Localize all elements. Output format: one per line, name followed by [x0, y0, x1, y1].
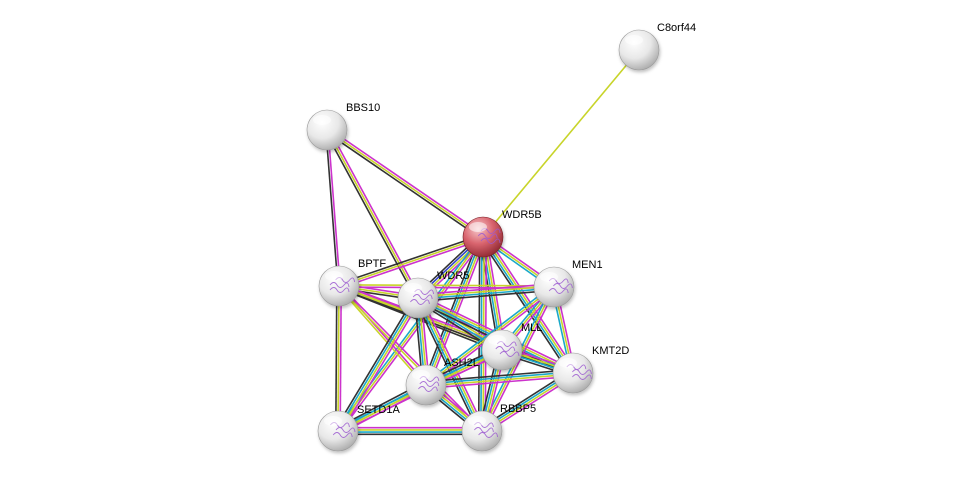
edge-line-coexpression — [334, 295, 416, 430]
edge-bbs10-bptf[interactable] — [325, 129, 341, 287]
edge-line-experiments — [339, 284, 428, 385]
edge-line-textmining — [338, 298, 420, 432]
edge-line-experiments — [339, 284, 484, 431]
edge-line-experiments — [426, 375, 574, 390]
node-bptf[interactable]: BPTF — [318, 258, 386, 307]
edge-wdr5b-bptf[interactable] — [338, 234, 484, 289]
edge-line-database — [425, 371, 573, 385]
edge-line-experiments — [327, 127, 485, 236]
node-label: WDR5B — [502, 209, 542, 221]
edge-line-database — [424, 284, 554, 384]
node-label: MLL — [521, 322, 542, 334]
node-highlight — [404, 283, 422, 293]
edge-line-experiments — [485, 234, 577, 372]
edge-line-textmining — [482, 49, 640, 238]
edge-line-coexpression — [325, 130, 339, 287]
edge-kmt2d-ash2l[interactable] — [425, 368, 574, 390]
edge-line-textmining — [339, 284, 555, 287]
edge-bbs10-wdr5b[interactable] — [325, 127, 485, 240]
edge-setd1a-rbbp5[interactable] — [338, 426, 482, 436]
edge-line-textmining — [426, 373, 574, 387]
edge-bptf-men1[interactable] — [338, 284, 555, 289]
edge-line-coexpression — [338, 234, 483, 285]
edge-line-database — [336, 297, 418, 431]
edge-line-textmining — [337, 286, 426, 387]
edge-line-coexpression — [425, 368, 573, 383]
edge-wdr5-setd1a[interactable] — [334, 295, 422, 434]
edge-line-experiments — [338, 286, 554, 289]
node-highlight — [469, 222, 487, 232]
edge-line-textmining — [337, 286, 482, 433]
node-label: C8orf44 — [657, 22, 696, 34]
edge-wdr5-men1[interactable] — [417, 282, 555, 303]
node-mll[interactable]: MLL — [481, 322, 542, 371]
node-highlight — [540, 272, 558, 282]
edge-line-experiments — [339, 238, 484, 289]
edge-line-coexpression — [418, 289, 555, 303]
edge-line-textmining — [426, 237, 485, 386]
edge-bptf-setd1a[interactable] — [335, 285, 342, 432]
node-kmt2d[interactable]: KMT2D — [552, 345, 629, 394]
edge-line-experiments — [340, 299, 422, 434]
edge-line-experiments — [339, 286, 342, 432]
edge-line-experiments — [327, 129, 341, 286]
edge-bbs10-wdr5[interactable] — [324, 128, 421, 300]
node-label: MEN1 — [572, 259, 603, 271]
node-highlight — [488, 335, 506, 345]
edge-line-textmining — [326, 129, 419, 299]
node-label: BPTF — [358, 258, 386, 270]
node-wdr5[interactable]: WDR5 — [397, 270, 469, 319]
node-label: ASH2L — [444, 357, 479, 369]
edge-line-textmining — [326, 129, 484, 238]
edge-line-textmining — [337, 285, 340, 432]
node-highlight — [324, 416, 342, 426]
node-label: RBBP5 — [500, 403, 536, 415]
edge-line-database — [418, 287, 555, 300]
node-setd1a[interactable]: SETD1A — [317, 404, 400, 452]
node-label: WDR5 — [437, 270, 469, 282]
edge-bptf-ash2l[interactable] — [337, 284, 428, 387]
edge-c8orf44-wdr5b[interactable] — [482, 49, 640, 238]
node-label: KMT2D — [592, 345, 629, 357]
edge-line-experiments — [328, 128, 421, 298]
edge-line-textmining — [417, 285, 554, 298]
edge-line-experiments — [417, 282, 554, 296]
node-wdr5b[interactable]: WDR5B — [462, 209, 542, 258]
node-men1[interactable]: MEN1 — [533, 259, 603, 308]
edge-line-experiments — [428, 237, 487, 387]
edge-bptf-rbbp5[interactable] — [337, 284, 484, 433]
node-label: SETD1A — [357, 404, 400, 416]
node-highlight — [559, 358, 577, 368]
node-highlight — [625, 35, 643, 45]
edge-line-coexpression — [335, 285, 338, 431]
node-rbbp5[interactable]: RBBP5 — [461, 403, 536, 452]
node-c8orf44[interactable]: C8orf44 — [618, 22, 696, 71]
node-highlight — [468, 416, 486, 426]
edge-line-database — [424, 236, 483, 385]
node-highlight — [313, 115, 331, 125]
edge-line-coexpression — [324, 130, 417, 300]
node-bbs10[interactable]: BBS10 — [306, 102, 380, 151]
node-highlight — [325, 271, 343, 281]
node-ash2l[interactable]: ASH2L — [405, 357, 479, 406]
edge-line-experiments — [420, 296, 486, 430]
edge-line-coexpression — [325, 131, 483, 240]
edge-line-textmining — [338, 236, 484, 287]
edge-line-experiments — [339, 237, 486, 433]
node-highlight — [412, 370, 430, 380]
node-label: BBS10 — [346, 102, 380, 114]
